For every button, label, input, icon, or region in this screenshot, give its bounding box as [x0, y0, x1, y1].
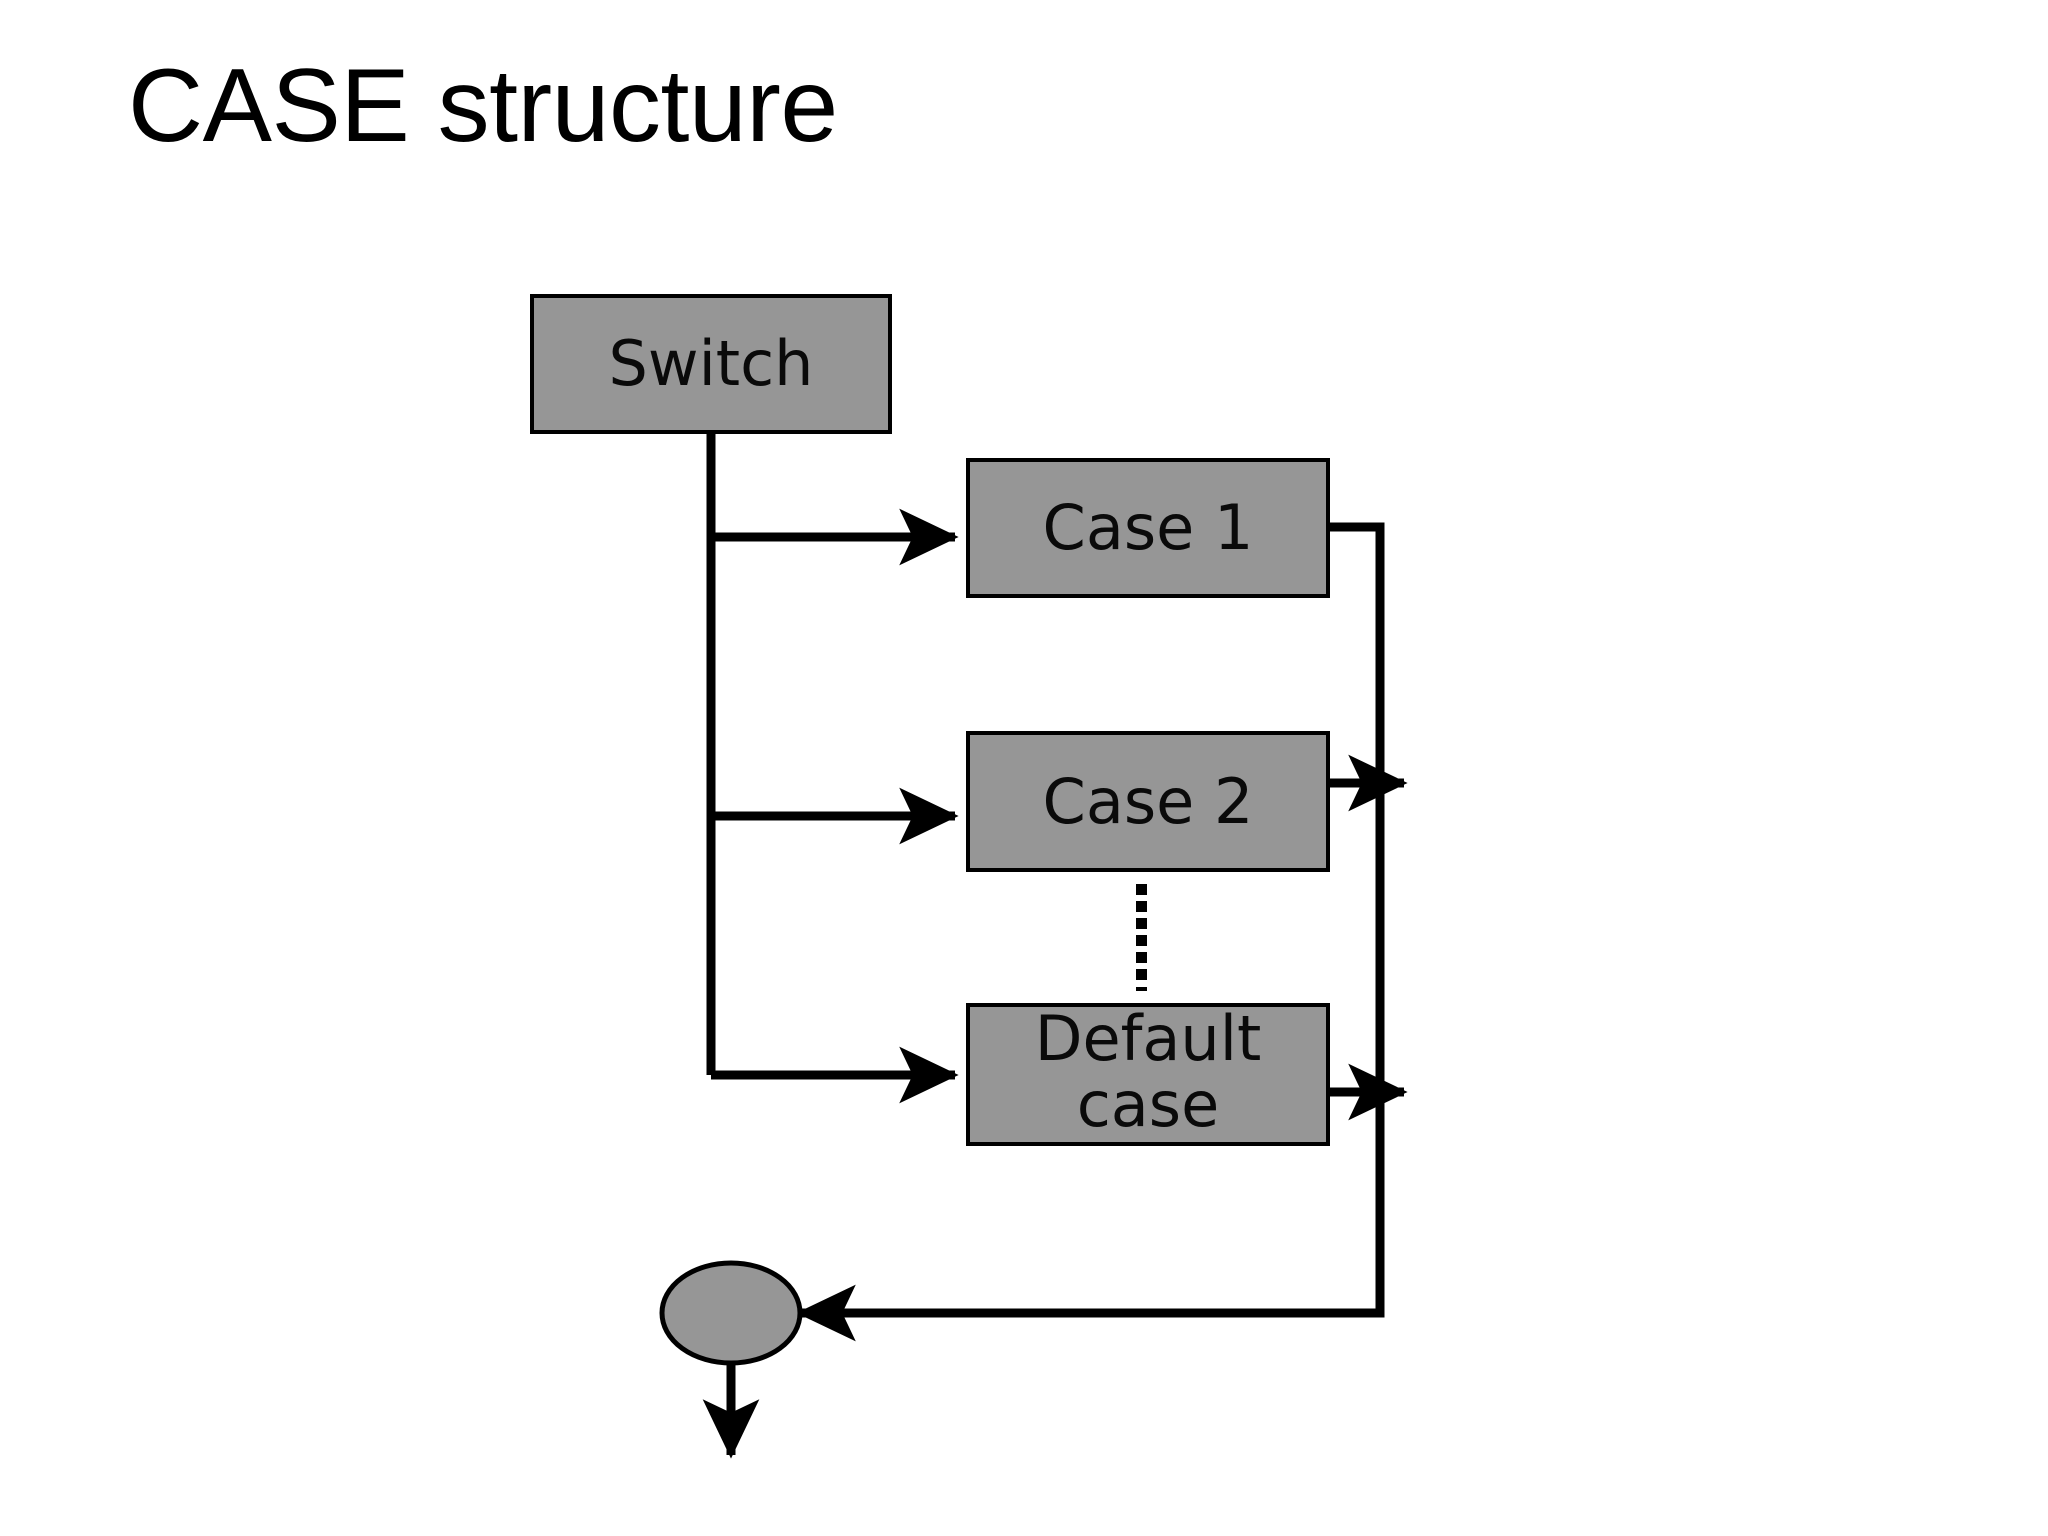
- node-default-case[interactable]: [966, 1003, 1330, 1146]
- node-merge-junction[interactable]: [659, 1260, 803, 1366]
- node-case2[interactable]: [966, 731, 1330, 872]
- connector-case1-to-merge: [796, 522, 1385, 1342]
- page-title: CASE structure: [128, 48, 838, 164]
- vertical-ellipsis-icon: [1136, 884, 1147, 991]
- node-case1[interactable]: [966, 458, 1330, 598]
- node-switch[interactable]: [530, 294, 892, 434]
